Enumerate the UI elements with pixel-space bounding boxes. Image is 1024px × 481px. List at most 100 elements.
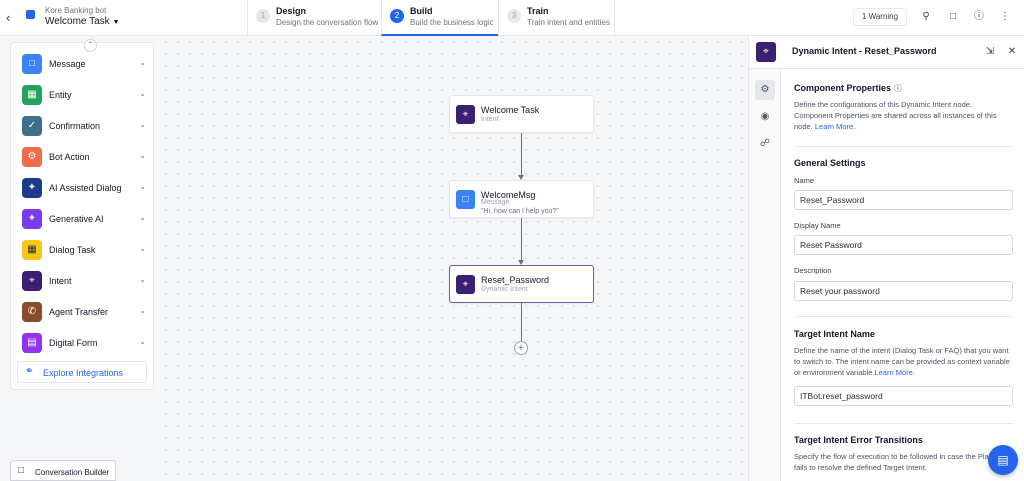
search-icon[interactable]: ⚲ <box>922 11 930 22</box>
task-selector[interactable]: Welcome Task▼ <box>45 16 120 27</box>
conversation-icon: □ <box>18 465 25 476</box>
flow-node-welcome-msg[interactable]: □ WelcomeMsg Message "Hi, how can I help… <box>449 180 594 218</box>
flow-node-welcome-task[interactable]: ⌖ Welcome Task Intent <box>449 95 594 133</box>
error-transitions-description: Specify the flow of execution to be foll… <box>794 452 1006 472</box>
tab-design[interactable]: 1 Design Design the conversation flow <box>247 0 381 36</box>
palette-item-entity[interactable]: ▦ Entity ⌄ <box>22 84 150 106</box>
palette-item-label: Entity <box>49 90 72 100</box>
chevron-down-icon[interactable]: ⌄ <box>139 337 146 346</box>
palette-item-intent[interactable]: ⌖ Intent ⌄ <box>22 270 150 292</box>
palette-item-generative-ai[interactable]: ✦ Generative AI ⌄ <box>22 208 150 230</box>
generative-ai-icon: ✦ <box>22 209 42 229</box>
collapse-chevron-icon[interactable]: ˆ <box>84 39 97 52</box>
name-field[interactable]: Reset_Password <box>794 190 1013 210</box>
chat-support-icon[interactable]: ▤ <box>988 445 1018 475</box>
divider <box>794 423 1014 424</box>
instance-properties-icon[interactable]: ◉ <box>760 111 770 122</box>
panel-title: Dynamic Intent - Reset_Password <box>792 46 937 56</box>
palette-item-label: Agent Transfer <box>49 307 109 317</box>
palette-item-label: Message <box>49 59 86 69</box>
divider <box>794 316 1014 317</box>
step-number: 3 <box>507 9 521 23</box>
back-arrow-icon[interactable]: ‹ <box>6 10 11 25</box>
step-title: Design <box>276 6 307 16</box>
chevron-down-icon[interactable]: ⌄ <box>139 306 146 315</box>
tab-train[interactable]: 3 Train Train intent and entities <box>498 0 615 36</box>
error-transitions-heading: Target Intent Error Transitions <box>794 435 923 445</box>
bot-name: Kore Banking bot <box>45 6 107 15</box>
chevron-down-icon[interactable]: ⌄ <box>139 182 146 191</box>
connector-line <box>521 133 522 175</box>
divider <box>794 146 1014 147</box>
connector-line <box>521 303 522 341</box>
settings-gear-icon[interactable]: ⚙ <box>755 80 775 100</box>
panel-side-tabs: ⚙ ◉ ☍ <box>749 69 781 481</box>
step-subtitle: Design the conversation flow <box>276 18 379 27</box>
warning-button[interactable]: 1 Warning <box>853 8 907 26</box>
node-title: Welcome Task <box>481 105 540 115</box>
connector-line <box>521 218 522 260</box>
palette-item-label: AI Assisted Dialog <box>49 183 122 193</box>
conversation-builder-button[interactable]: □ Conversation Builder <box>10 460 116 481</box>
step-title: Build <box>410 6 433 16</box>
step-subtitle: Build the business logic <box>410 18 494 27</box>
collapse-panel-icon[interactable]: ⇲ <box>985 46 995 57</box>
palette-item-message[interactable]: □ Message ⌄ <box>22 53 150 75</box>
connections-icon[interactable]: ☍ <box>759 138 771 149</box>
help-icon[interactable]: ⓘ <box>974 11 984 22</box>
display-name-field[interactable]: Reset Password <box>794 235 1013 255</box>
add-node-button[interactable]: + <box>514 341 528 355</box>
chat-icon[interactable]: □ <box>949 11 957 22</box>
step-tabs: 1 Design Design the conversation flow 2 … <box>247 0 615 36</box>
node-message: "Hi, how can I help you?" <box>481 208 559 215</box>
chevron-down-icon[interactable]: ⌄ <box>139 58 146 67</box>
chevron-down-icon[interactable]: ⌄ <box>139 120 146 129</box>
description-field[interactable]: Reset your password <box>794 281 1013 301</box>
node-type: Dynamic Intent <box>481 286 528 293</box>
task-name: Welcome Task <box>45 16 110 27</box>
info-icon[interactable]: ⓘ <box>894 84 903 93</box>
palette-item-dialog-task[interactable]: ▦ Dialog Task ⌄ <box>22 239 150 261</box>
chevron-down-icon[interactable]: ⌄ <box>139 213 146 222</box>
learn-more-link[interactable]: Learn More. <box>814 122 856 131</box>
node-type: Intent <box>481 116 499 123</box>
connector-arrow-icon <box>518 175 524 180</box>
chevron-down-icon[interactable]: ⌄ <box>139 151 146 160</box>
flow-node-reset-password[interactable]: ⌖ Reset_Password Dynamic Intent <box>449 265 594 303</box>
dialog-task-icon: ▦ <box>22 240 42 260</box>
palette-item-label: Bot Action <box>49 152 90 162</box>
palette-item-label: Dialog Task <box>49 245 96 255</box>
confirmation-icon: ✓ <box>22 116 42 136</box>
bot-action-icon: ⚙ <box>22 147 42 167</box>
node-type: Message <box>481 199 510 206</box>
close-icon[interactable]: ✕ <box>1007 46 1017 57</box>
palette-item-digital-form[interactable]: ▤ Digital Form ⌄ <box>22 332 150 354</box>
step-number: 2 <box>390 9 404 23</box>
explore-integrations-button[interactable]: ⚭ Explore Integrations <box>17 361 147 383</box>
intent-icon: ⌖ <box>456 105 475 124</box>
connector-arrow-icon <box>518 260 524 265</box>
agent-transfer-icon: ✆ <box>22 302 42 322</box>
palette-item-bot-action[interactable]: ⚙ Bot Action ⌄ <box>22 146 150 168</box>
more-options-icon[interactable]: ⋮ <box>1000 11 1010 22</box>
palette-item-ai-assisted-dialog[interactable]: ✦ AI Assisted Dialog ⌄ <box>22 177 150 199</box>
tab-build[interactable]: 2 Build Build the business logic <box>381 0 498 36</box>
message-icon: □ <box>22 54 42 74</box>
dynamic-intent-icon: ⌖ <box>756 42 776 62</box>
chevron-down-icon[interactable]: ⌄ <box>139 89 146 98</box>
target-intent-heading: Target Intent Name <box>794 329 875 339</box>
learn-more-link[interactable]: Learn More. <box>874 368 915 377</box>
palette-item-agent-transfer[interactable]: ✆ Agent Transfer ⌄ <box>22 301 150 323</box>
step-number: 1 <box>256 9 270 23</box>
chevron-down-icon[interactable]: ⌄ <box>139 244 146 253</box>
palette-item-confirmation[interactable]: ✓ Confirmation ⌄ <box>22 115 150 137</box>
properties-panel: ⌖ Dynamic Intent - Reset_Password ⇲ ✕ ⚙ … <box>748 36 1024 481</box>
intent-icon: ⌖ <box>22 271 42 291</box>
target-intent-field[interactable]: ITBot.reset_password <box>794 386 1013 406</box>
general-settings-heading: General Settings <box>794 158 866 168</box>
step-title: Train <box>527 6 549 16</box>
digital-form-icon: ▤ <box>22 333 42 353</box>
chevron-down-icon[interactable]: ⌄ <box>139 275 146 284</box>
